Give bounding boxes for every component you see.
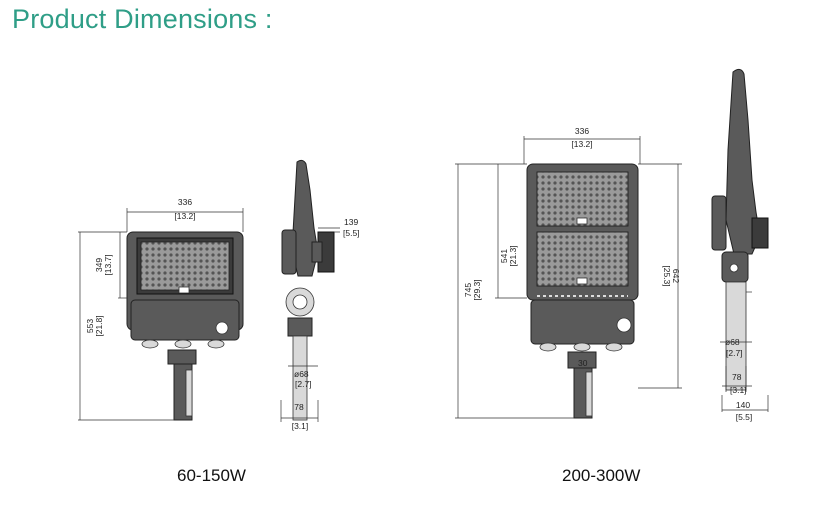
large-total-height-mm: 745 [463,283,473,297]
small-fixture-side [281,159,335,421]
large-total-height-in: [29.3] [472,279,482,300]
small-slip-mm: 78 [294,402,304,412]
small-depth-mm: 139 [344,217,358,227]
large-fixture-front [526,163,639,419]
small-body-height-in: [13.7] [103,254,113,275]
large-pole-diameter-in: [2.7] [726,348,743,358]
small-front-dimensions: 336 [13.2] 553 [21.8] 349 [13.7] [78,197,244,421]
large-pole-diameter-mm: ø68 [725,337,740,347]
large-body-height-in: [21.3] [508,245,518,266]
large-width-in: [13.2] [571,139,592,149]
small-width-mm: 336 [178,197,192,207]
small-total-height-in: [21.8] [94,315,104,336]
large-front-dimensions: 336 [13.2] 745 [29.3] 541 [21.3] 642 [25… [455,126,682,419]
small-depth-in: [5.5] [343,228,360,238]
large-body-height-mm: 541 [499,249,509,263]
small-pole-diameter-in: [2.7] [295,379,312,389]
small-body-height-mm: 349 [94,258,104,272]
page-title: Product Dimensions : [12,4,273,34]
small-total-height-mm: 553 [85,319,95,333]
small-width-in: [13.2] [174,211,195,221]
large-slip-in: [3.1] [730,385,747,395]
large-depth-in: [5.5] [736,412,753,422]
large-fixture-side [711,68,769,391]
small-side-dimensions: 139 [5.5] ø68 [2.7] 78 [3.1] [280,217,360,431]
small-pole-diameter-mm: ø68 [294,369,309,379]
large-depth-mm: 140 [736,400,750,410]
large-side-dimensions: ø68 [2.7] 78 [3.1] 140 [5.5] [720,337,769,422]
large-width-mm: 336 [575,126,589,136]
small-slip-in: [3.1] [292,421,309,431]
large-right-height-in: [25.3] [662,265,672,286]
caption-small-model: 60-150W [177,466,246,485]
caption-large-model: 200-300W [562,466,641,485]
small-fixture-front [126,231,244,421]
large-slip-mm: 78 [732,372,742,382]
large-small-dim: 30 [578,358,588,368]
large-right-height-mm: 642 [671,269,681,283]
